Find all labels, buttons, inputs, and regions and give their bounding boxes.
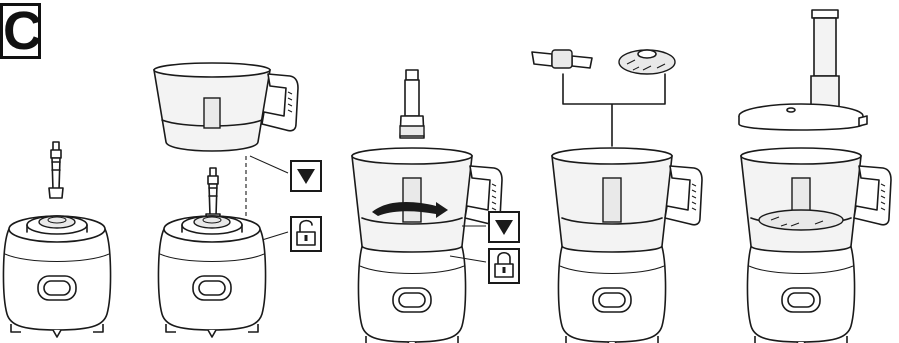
motor-base-1: [2, 228, 112, 338]
lid-with-chute: [738, 9, 868, 131]
unlock-icon: [290, 216, 322, 252]
coupling-1: [8, 215, 106, 243]
step-3-lock-bowl: [351, 69, 520, 343]
disc-in-bowl: [758, 209, 844, 231]
shaft-cap: [399, 69, 425, 139]
arrow-down-icon: [290, 160, 322, 192]
slicing-disc: [618, 49, 676, 75]
step-1-shaft-insert: [2, 141, 112, 338]
choice-bracket: [562, 73, 666, 147]
bowl-5: [740, 147, 892, 253]
bowl-3: [351, 147, 503, 253]
coupling-2: [163, 215, 261, 243]
motor-base-2: [157, 228, 267, 338]
rotate-arrow-icon: [372, 202, 448, 218]
drive-shaft: [48, 141, 64, 199]
chopping-blade: [531, 49, 593, 69]
step-label: C: [0, 3, 42, 59]
bowl-4: [551, 147, 703, 253]
lock-icon: [488, 248, 520, 284]
step-4-blade-or-disc: [531, 49, 703, 343]
step-5-attach-lid: [738, 9, 892, 343]
motor-base-4: [557, 240, 667, 343]
step-2-place-bowl: [153, 62, 322, 338]
bowl-raised: [153, 62, 299, 152]
arrow-down-icon-3: [488, 211, 520, 243]
motor-base-3: [357, 240, 467, 343]
motor-base-5: [746, 240, 856, 343]
